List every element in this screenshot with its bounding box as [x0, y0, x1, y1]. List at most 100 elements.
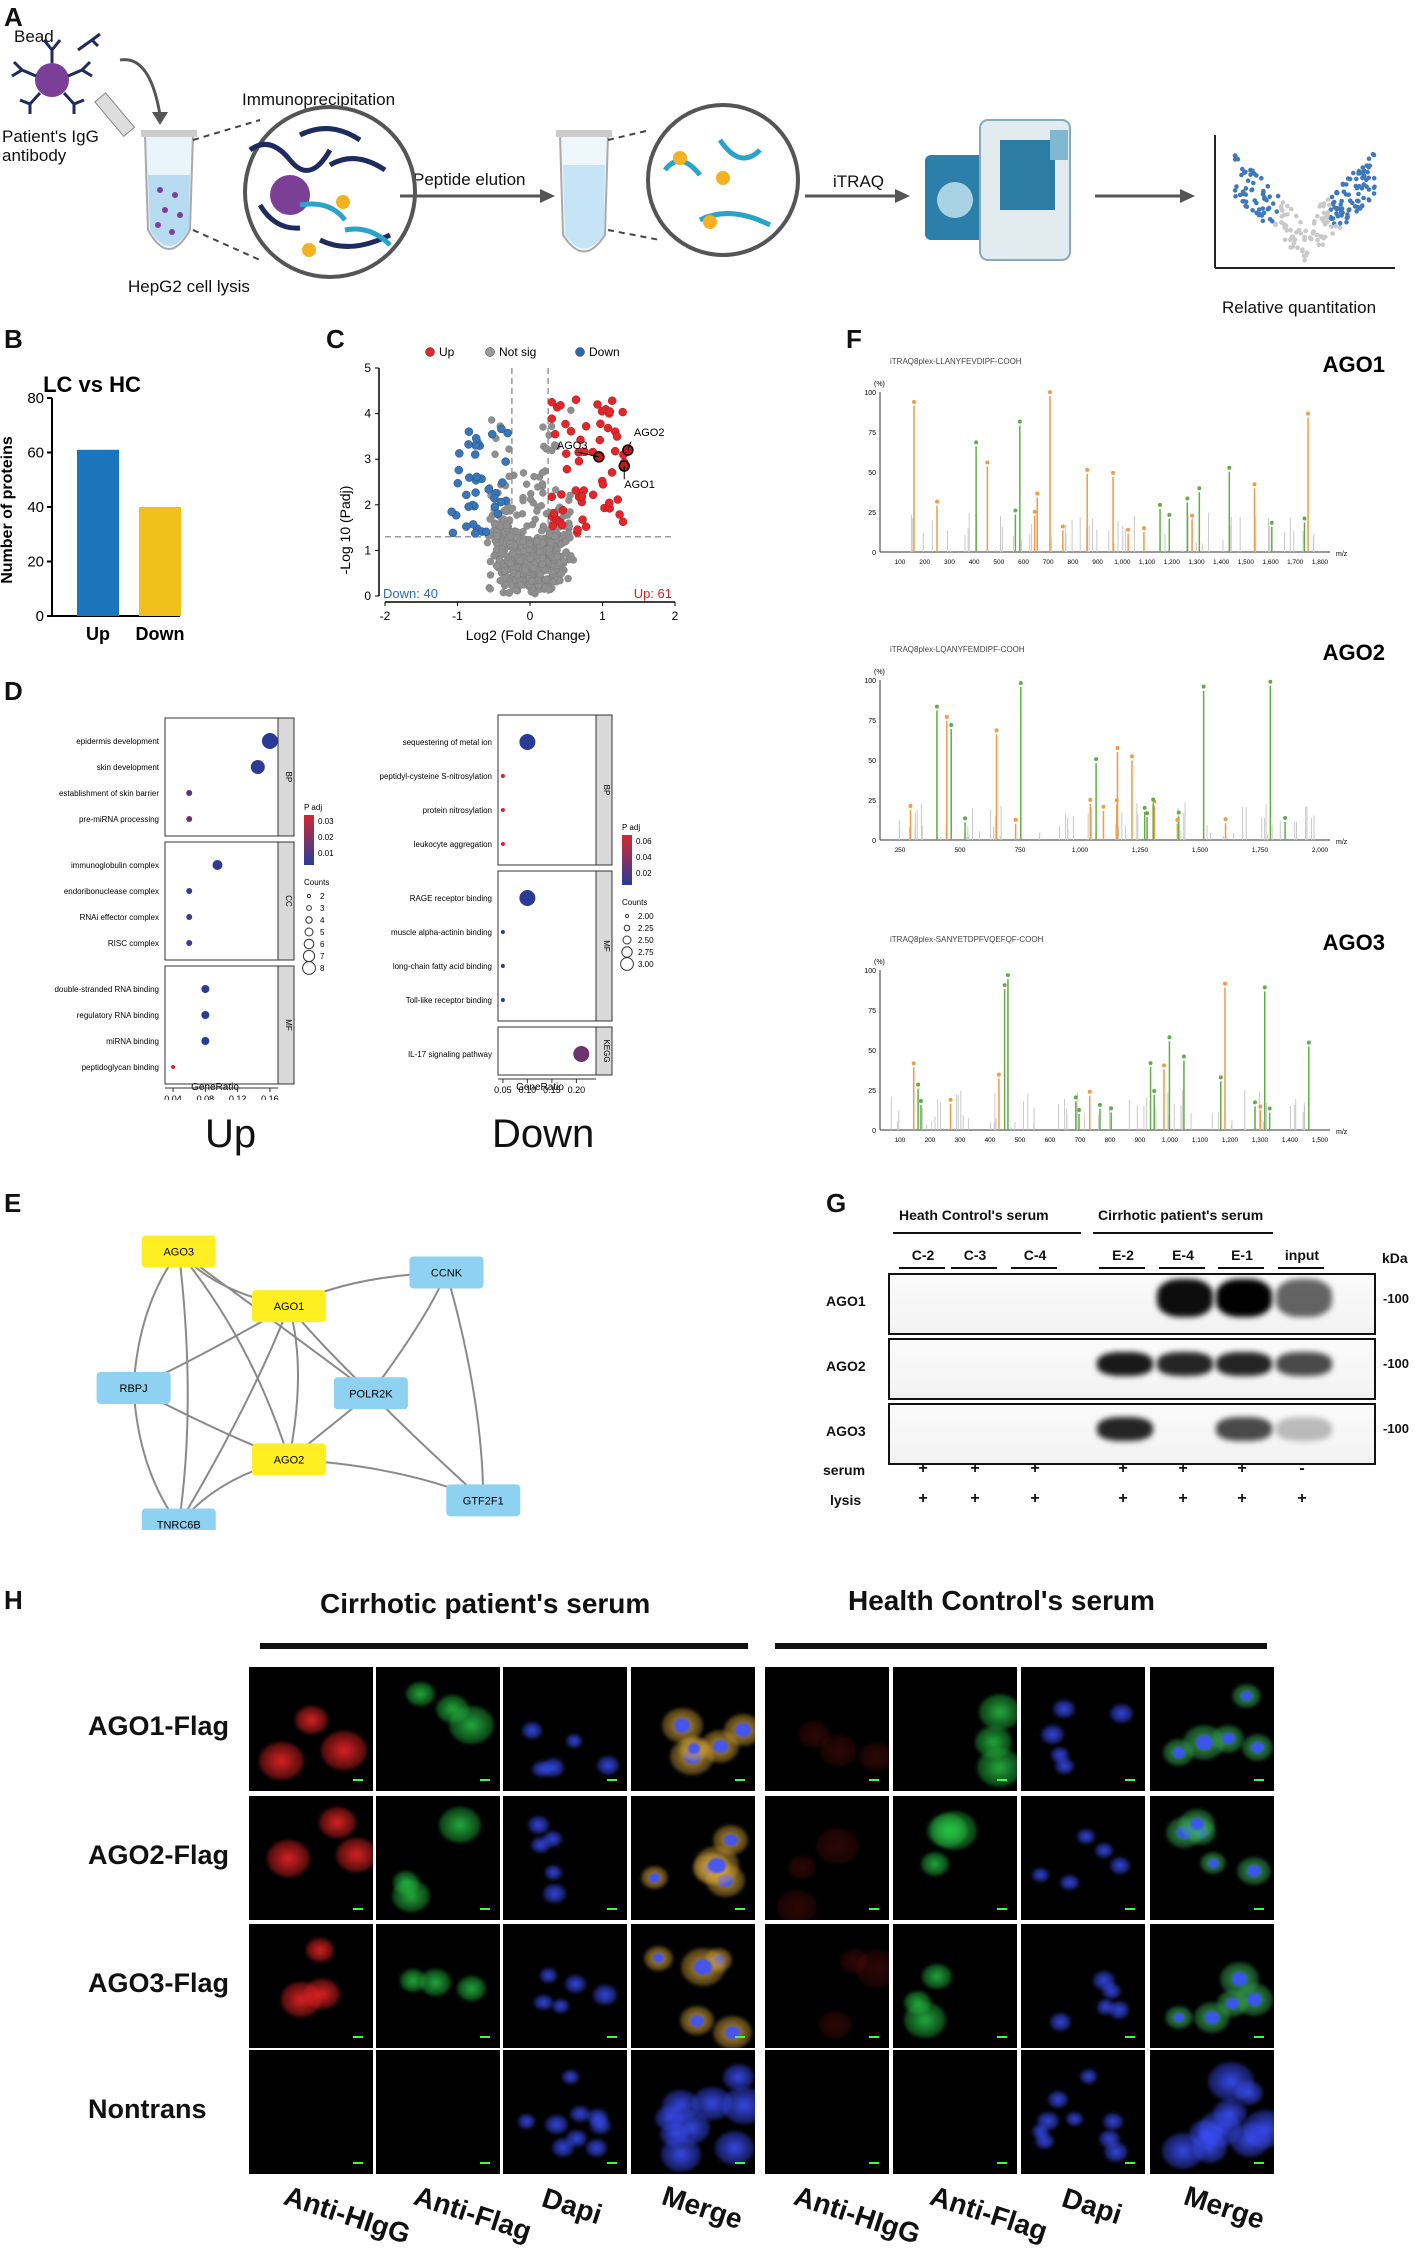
- cell-signal: [722, 2086, 755, 2124]
- cell-signal: [569, 2105, 590, 2123]
- dotplot-facet-frame: [164, 717, 279, 837]
- spectrum-peak-marker: [1302, 516, 1307, 521]
- volcano-ytick-label: 3: [364, 452, 371, 466]
- dotplot-term-label: RNAi effector complex: [80, 913, 159, 922]
- cell-nucleus: [712, 1739, 728, 1754]
- volcano-point: [547, 422, 556, 431]
- cell-signal: [978, 1694, 1017, 1731]
- spectrum-peak-marker: [911, 400, 916, 405]
- cell-nucleus: [1173, 2012, 1185, 2023]
- dotplot-facet-strip: [595, 714, 613, 866]
- microscopy-image: [765, 1796, 889, 1920]
- antibody-label: antibody: [2, 146, 67, 165]
- spectrum-xtick-label: 300: [944, 559, 955, 566]
- volcano-point-down: [472, 472, 482, 482]
- spectrum-peak-marker: [1262, 985, 1267, 990]
- micro-col-label: Anti-Flag: [926, 2180, 1052, 2247]
- western-serum-sign: +: [1237, 1460, 1247, 1477]
- dotplot-colorbar-label: 0.06: [636, 837, 652, 846]
- network-edge: [288, 1305, 299, 1460]
- chart-b-ytick-label: 80: [27, 390, 44, 407]
- cell-signal: [321, 1730, 367, 1770]
- dotplot-point: [500, 808, 505, 812]
- mini-volcano-point: [1302, 237, 1307, 243]
- spectrum-xtick-label: 100: [895, 559, 906, 566]
- dotplot-point: [250, 760, 265, 774]
- mini-volcano-point: [1319, 234, 1324, 239]
- dotplot-term-label: muscle alpha-actinin binding: [391, 928, 492, 937]
- cell-signal: [819, 1734, 857, 1766]
- cell-signal: [1110, 1703, 1134, 1724]
- cell-nucleus: [674, 1718, 691, 1733]
- panel-label-c: C: [326, 324, 345, 354]
- mini-volcano-point: [1298, 219, 1303, 225]
- microscopy-image: [249, 1667, 373, 1791]
- spectrum-ytick-label: 100: [864, 968, 876, 975]
- scale-bar: [353, 2162, 363, 2164]
- cell-signal: [565, 1734, 583, 1749]
- volcano-point: [533, 507, 541, 515]
- mini-volcano-point: [1343, 192, 1349, 197]
- western-band: [1216, 1352, 1272, 1376]
- cell-signal: [927, 1814, 967, 1848]
- mini-volcano-point: [1260, 192, 1266, 197]
- volcano-point-up: [610, 446, 620, 456]
- spectrum-peak-marker: [1151, 797, 1156, 802]
- spectrum-peak-marker: [1306, 411, 1311, 416]
- scale-bar: [869, 1779, 879, 1781]
- volcano-legend-label: Down: [589, 345, 620, 359]
- spectrum-ytick-label: 75: [868, 718, 876, 725]
- western-lane-label: input: [1284, 1247, 1320, 1263]
- micro-row-label: AGO1-Flag: [88, 1711, 230, 1741]
- volcano-point: [486, 585, 494, 593]
- spectrum-xtick-label: 600: [1018, 559, 1029, 566]
- spectrum-xtick-label: 750: [1015, 847, 1026, 854]
- western-blot-strip: [888, 1273, 1376, 1335]
- chart-b-ylabel: Number of proteins: [0, 436, 16, 584]
- mini-volcano-icon: [1214, 135, 1395, 269]
- mini-volcano-point: [1330, 216, 1336, 221]
- dotplot-size-legend-marker: [302, 949, 316, 963]
- cell-signal: [590, 2117, 611, 2135]
- dotplot-facet-label: KEGG: [602, 1039, 611, 1062]
- dotplot-colorbar: [622, 835, 632, 885]
- volcano-ytick-label: 4: [364, 407, 371, 421]
- cell-nucleus: [652, 1953, 665, 1964]
- network-node-ccnk: [409, 1256, 484, 1289]
- network-node-polr2k: [333, 1377, 408, 1410]
- network-edge: [178, 1250, 372, 1395]
- mini-volcano-point: [1267, 217, 1273, 222]
- microscopy-image: [765, 1667, 889, 1791]
- mini-volcano-point: [1293, 213, 1299, 219]
- dotplot-size-legend-label: 5: [320, 928, 325, 937]
- spectrum-peak-marker: [1017, 419, 1022, 424]
- spectrum-xtick-label: 400: [985, 1137, 996, 1144]
- mini-volcano-point: [1254, 173, 1259, 178]
- cell-nucleus: [1246, 1992, 1262, 2007]
- mini-volcano-point: [1370, 151, 1376, 157]
- volcano-point-up: [557, 490, 566, 499]
- spectrum-peak-marker: [1088, 797, 1093, 802]
- spectrum-peak-marker: [916, 1082, 921, 1087]
- mini-volcano-point: [1294, 230, 1299, 235]
- mini-volcano-point: [1345, 212, 1350, 217]
- volcano-point-up: [558, 506, 568, 515]
- volcano-point: [533, 537, 541, 545]
- network-node-tnrc6b: [141, 1508, 216, 1530]
- mini-volcano-point: [1309, 236, 1314, 242]
- mini-volcano-point: [1333, 223, 1339, 229]
- scale-bar: [353, 2036, 363, 2038]
- spectrum-peak-marker: [1283, 815, 1288, 820]
- mini-volcano-point: [1240, 166, 1245, 172]
- micro-row-label: Nontrans: [88, 2094, 207, 2124]
- volcano-point-up: [605, 498, 614, 508]
- dotplot-facet-label: BP: [284, 772, 293, 783]
- western-lane-underline: [899, 1267, 945, 1269]
- volcano-point: [566, 491, 574, 500]
- scale-bar: [480, 2162, 490, 2164]
- dotplot-size-legend-label: 8: [320, 964, 325, 973]
- microscopy-image: [1150, 1796, 1274, 1920]
- mini-volcano-point: [1325, 210, 1331, 215]
- western-group2-label: Cirrhotic patient's serum: [1098, 1207, 1264, 1223]
- cell-signal: [305, 1938, 334, 1962]
